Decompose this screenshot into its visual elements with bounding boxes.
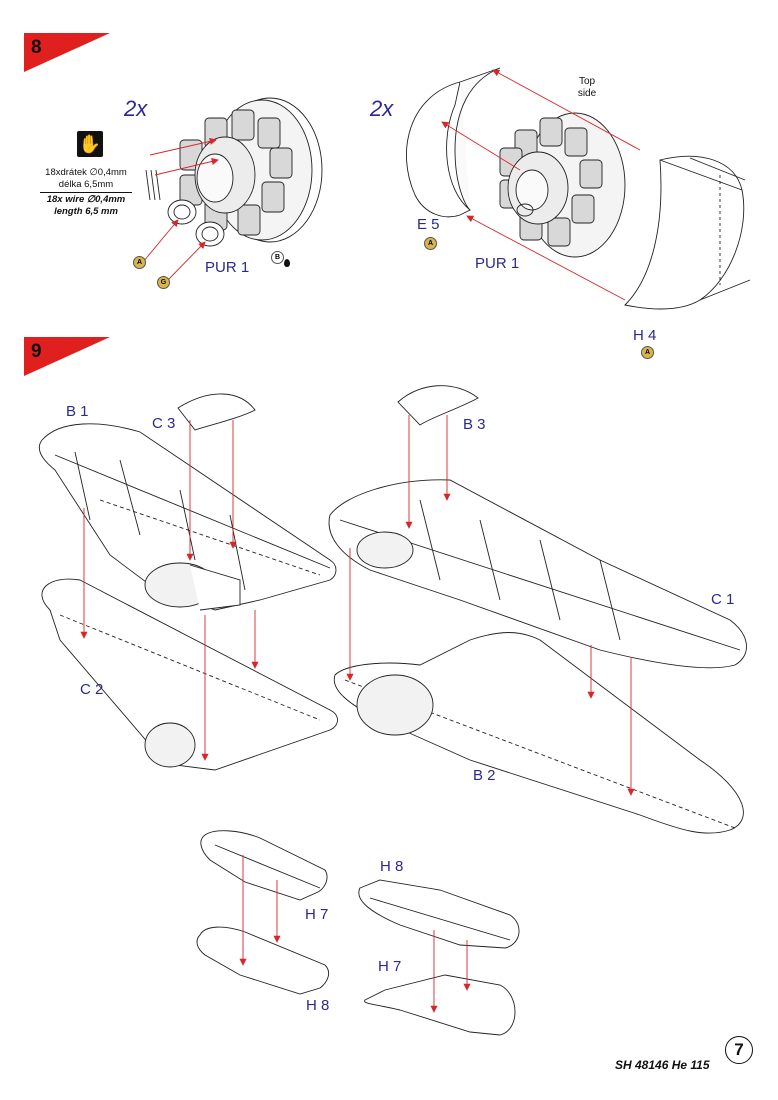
- glue-badge-a-2: A: [424, 237, 437, 250]
- wire-note-line4: length 6,5 mm: [54, 206, 118, 217]
- part-c1: C 1: [711, 591, 735, 608]
- part-pur1-right: PUR 1: [475, 255, 520, 272]
- glue-badge-a-1: A: [133, 256, 146, 269]
- part-e5: E 5: [417, 216, 440, 233]
- part-h4: H 4: [633, 327, 657, 344]
- wire-note-line2: délka 6,5mm: [58, 179, 114, 190]
- glue-badge-a-3: A: [641, 346, 654, 359]
- step-9-number: 9: [31, 341, 42, 362]
- page-number: 7: [725, 1036, 753, 1064]
- part-h7-left: H 7: [305, 906, 329, 923]
- glue-badge-g: G: [157, 276, 170, 289]
- step8-left-multiplier: 2x: [124, 96, 148, 121]
- part-h8-left: H 8: [306, 997, 330, 1014]
- part-b2: B 2: [473, 767, 496, 784]
- kit-code: SH 48146 He 115: [615, 1058, 710, 1072]
- part-h8-right: H 8: [380, 858, 404, 875]
- part-c3: C 3: [152, 415, 176, 432]
- step-8-number: 8: [31, 37, 42, 58]
- paint-drop-icon: [284, 259, 290, 267]
- part-b1: B 1: [66, 403, 89, 420]
- top-side-label: Top side: [577, 76, 597, 99]
- part-pur1-left: PUR 1: [205, 259, 250, 276]
- hand-wire-icon: ✋: [77, 131, 103, 157]
- paint-badge-b: B: [271, 251, 284, 264]
- part-b3: B 3: [463, 416, 486, 433]
- wire-note-line3: 18x wire ∅0,4mm: [46, 194, 126, 205]
- wire-note: 18xdrátek ∅0,4mm délka 6,5mm 18x wire ∅0…: [40, 167, 132, 218]
- part-c2: C 2: [80, 681, 104, 698]
- wire-note-line1: 18xdrátek ∅0,4mm: [45, 167, 127, 178]
- part-h7-right: H 7: [378, 958, 402, 975]
- step8-right-multiplier: 2x: [370, 96, 394, 121]
